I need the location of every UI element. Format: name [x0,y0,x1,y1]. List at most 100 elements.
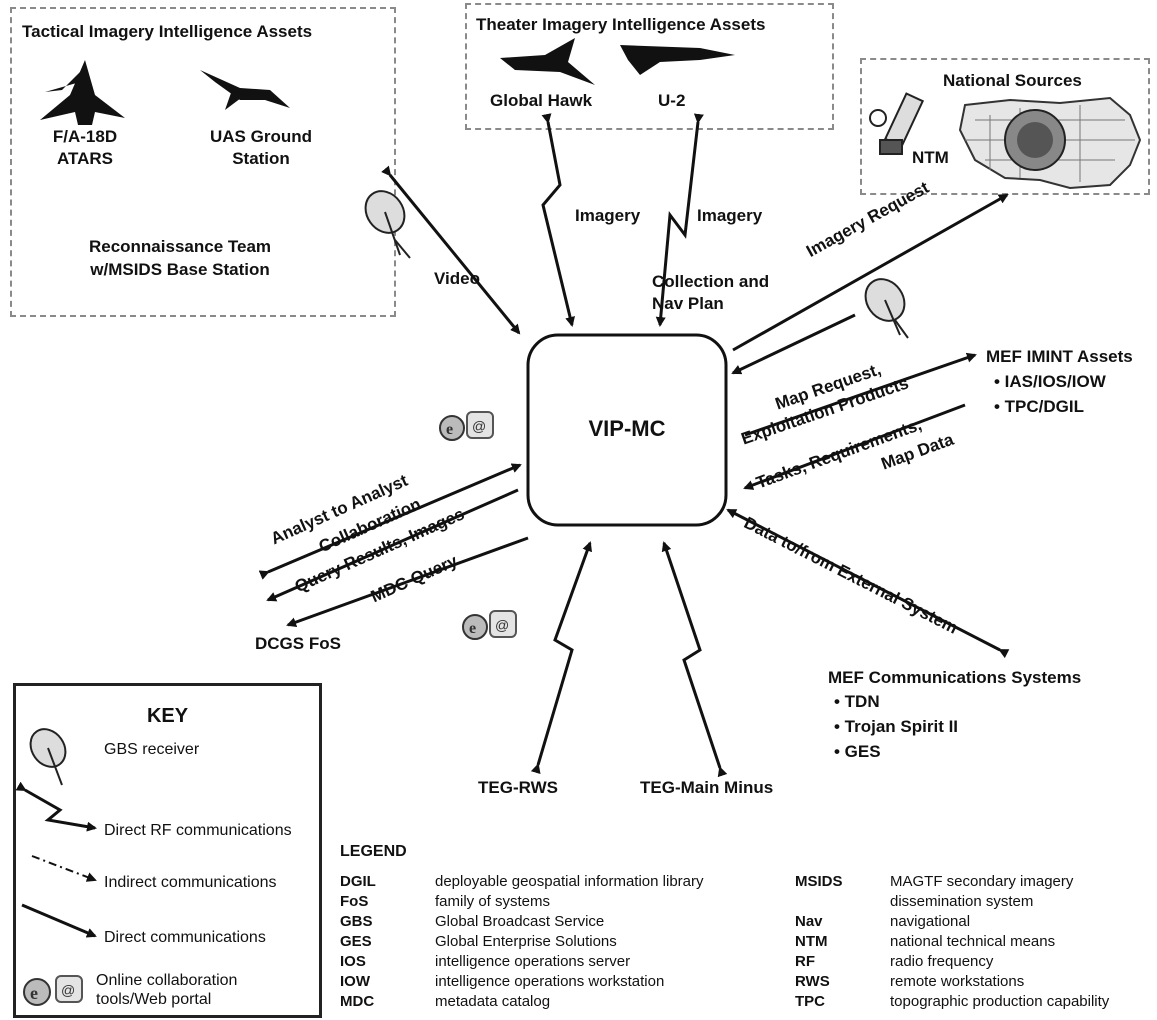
legend-definition: intelligence operations server [435,953,631,970]
legend-term: MSIDS [795,873,843,890]
map-data-link [743,403,966,490]
legend-term: NTM [795,933,828,950]
legend-definition: MAGTF secondary imagery [890,873,1074,890]
legend-definition: dissemination system [890,893,1034,910]
key-indirect-symbol [31,855,97,882]
ntm-label: NTM [912,148,949,167]
legend-term: RF [795,953,815,970]
video-link-label: Video [434,269,480,288]
recon-label-line2: w/MSIDS Base Station [90,260,270,279]
u2-rf-link [655,113,704,327]
legend-term: TPC [795,993,825,1010]
collection-label-line1: Collection and [652,272,770,291]
svg-text:@: @ [61,982,75,998]
vip-mc-node [526,333,728,527]
key-panel [13,683,322,1018]
gbs-dish-icon [29,728,67,786]
us-map-icon [958,96,1142,190]
fa18-label-line1: F/A-18D [52,127,118,146]
tactical-assets-box [10,7,396,317]
teg-main-minus-label: TEG-Main Minus [640,778,774,797]
legend-term: IOS [340,953,366,970]
mef-comms-title: MEF Communications Systems [828,668,1082,687]
legend-definition: family of systems [435,893,551,910]
global-hawk-rf-link [541,113,575,327]
teg-rws-label: TEG-RWS [478,778,558,797]
teg-main-rf-link [661,541,728,778]
u2-label: U-2 [658,91,686,110]
svg-text:e: e [30,983,38,1003]
legend-definition: intelligence operations workstation [435,973,665,990]
legend-definition: metadata catalog [435,993,551,1010]
key-direct-label: Direct communications [104,929,266,946]
key-online-label-line2: tools/Web portal [96,991,212,1008]
global-hawk-label: Global Hawk [490,91,593,110]
dcgs-fos-label: DCGS FoS [255,634,341,653]
query-results-link [266,488,519,602]
global-hawk-aircraft-icon [500,38,595,85]
imagery-left-label: Imagery [575,206,641,225]
u2-aircraft-icon [620,45,735,75]
web-portal-icon: e @ [439,411,494,441]
svg-text:e: e [446,421,453,438]
web-portal-icon: e @ [462,610,517,640]
key-indirect-label: Indirect communications [104,874,277,891]
key-direct-rf-symbol [15,781,97,832]
imagery-return-link [731,313,856,375]
external-system-link [726,508,1010,659]
key-online-label-line1: Online collaboration [96,972,238,989]
legend-definition: Global Broadcast Service [435,913,605,930]
svg-text:@: @ [472,418,486,434]
fa18-label-line2: ATARS [56,149,114,168]
legend-term: Nav [795,913,823,930]
theater-assets-box [465,3,834,130]
key-direct-symbol [21,903,97,938]
analyst-collab-link [258,463,522,580]
key-gbs-label: GBS receiver [104,741,200,758]
legend-definition: remote workstations [890,973,1025,990]
gbs-dish-icon [364,190,411,259]
national-sources-box [860,58,1150,195]
legend-definition: deployable geospatial information librar… [435,873,704,890]
national-sources-title: National Sources [943,71,1082,90]
vip-mc-label: VIP-MC [588,416,666,441]
legend-definition: Global Enterprise Solutions [435,933,617,950]
collection-label-line2: Nav Plan [652,294,724,313]
mef-comms-item: • TDN [834,692,880,711]
uas-label-line2: Station [232,149,290,168]
legend-term: FoS [340,893,369,910]
recon-label-line1: Reconnaissance Team [88,237,272,256]
legend-definition: national technical means [890,933,1056,950]
legend-title: LEGEND [340,843,407,860]
legend-term: IOW [340,973,370,990]
legend-definition: topographic production capability [890,993,1110,1010]
theater-title: Theater Imagery Intelligence Assets [476,15,766,34]
legend-term: GES [340,933,372,950]
mef-imint-item: • TPC/DGIL [994,397,1085,416]
mef-comms-item: • GES [834,742,881,761]
uas-aircraft-icon [200,70,290,110]
legend-definition: radio frequency [890,953,994,970]
legend-definition: navigational [890,913,971,930]
imagery-request-link [732,193,1009,352]
svg-text:e: e [469,620,476,637]
mef-imint-title: MEF IMINT Assets [986,347,1133,366]
svg-text:@: @ [495,617,509,633]
uas-label-line1: UAS Ground [210,127,312,146]
key-direct-rf-label: Direct RF communications [104,822,292,839]
imagery-right-label: Imagery [697,206,763,225]
gbs-dish-icon [864,278,909,339]
video-link [381,165,521,335]
ntm-satellite-icon [869,92,925,155]
teg-rws-rf-link [530,541,592,775]
tactical-title: Tactical Imagery Intelligence Assets [22,22,313,41]
mef-comms-item: • Trojan Spirit II [834,717,959,736]
mdc-query-link [286,536,529,627]
legend-term: GBS [340,913,373,930]
web-portal-icon: e @ [23,975,83,1006]
map-request-link [744,352,977,437]
mef-imint-item: • IAS/IOS/IOW [994,372,1106,391]
legend-term: RWS [795,973,830,990]
key-title: KEY [146,705,189,727]
